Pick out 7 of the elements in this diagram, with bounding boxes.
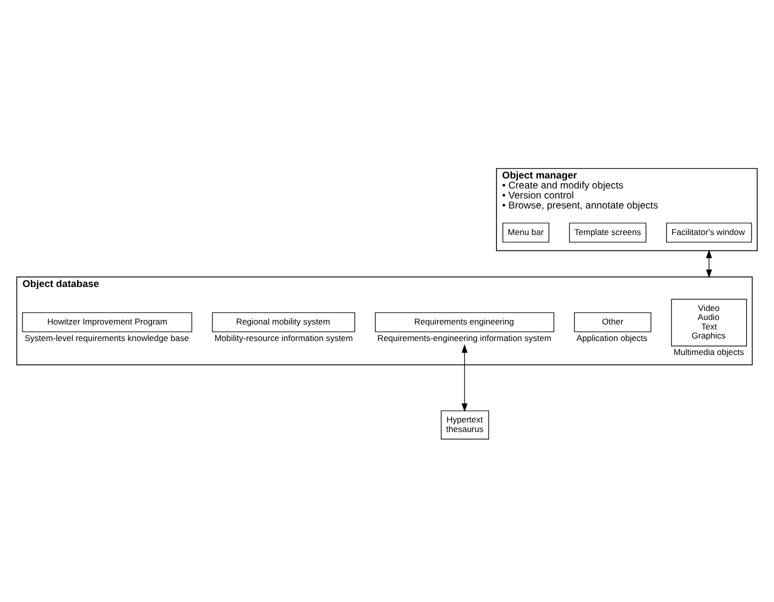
- node-label: System-level requirements knowledge base: [24, 332, 189, 343]
- node-label: Multimedia objects: [674, 346, 744, 357]
- node-label: Application objects: [576, 332, 648, 343]
- node-label: Requirements-engineering information system: [377, 332, 552, 343]
- arrow: [706, 250, 712, 278]
- arrow: [462, 344, 468, 412]
- node-label: Mobility-resource information system: [214, 332, 353, 343]
